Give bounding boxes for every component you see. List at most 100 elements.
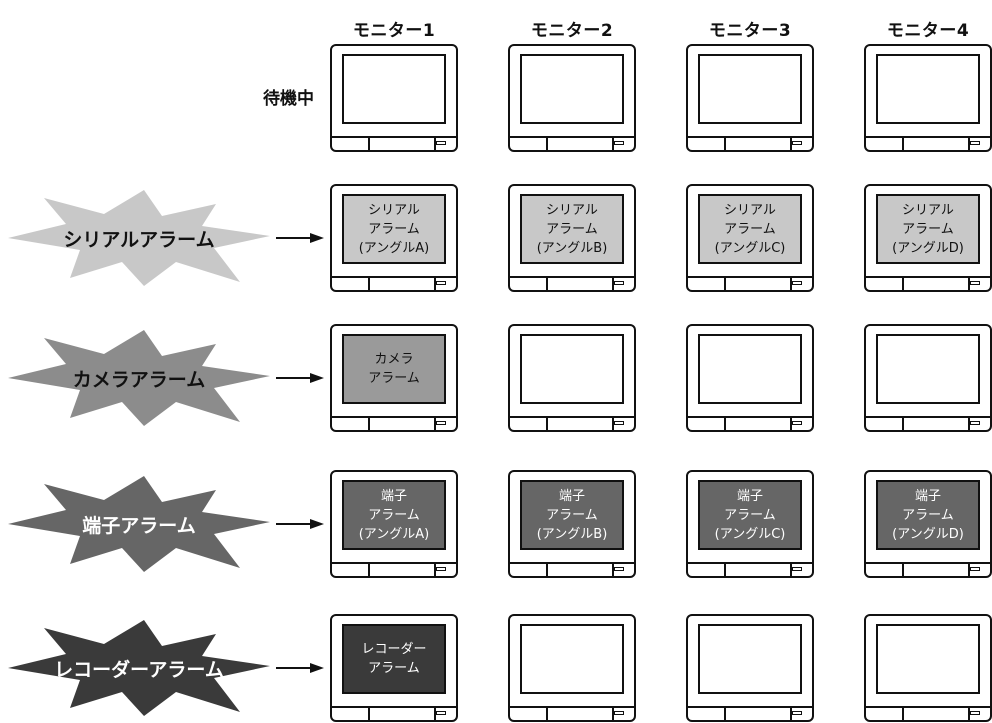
monitor-1-row-4-screen: レコーダーアラーム [342,624,446,694]
base-divider [612,708,614,720]
monitor-4-idle-base [866,136,990,150]
monitor-2-row-1-base [510,276,634,290]
base-divider [546,138,548,150]
monitor-1-idle-screen [342,54,446,124]
monitor-1-row-1-base [332,276,456,290]
monitor-1-row-3-base [332,562,456,576]
monitor-3-idle-base [688,136,812,150]
monitor-2-row-2 [508,324,636,432]
monitor-4-idle-screen [876,54,980,124]
screen-text-line: アラーム [724,507,776,523]
monitor-2-row-3: 端子アラーム(アングルB) [508,470,636,578]
monitor-4-row-3-text: 端子アラーム(アングルD) [892,487,964,544]
burst-shape [8,620,270,716]
base-divider [368,278,370,290]
idle-row-label: 待機中 [263,89,314,109]
alarm-label: レコーダーアラーム [54,658,224,681]
monitor-2-idle-screen [520,54,624,124]
monitor-1-idle-base [332,136,456,150]
base-divider [434,138,436,150]
monitor-1-row-2-base [332,416,456,430]
monitor-3-row-3-base [688,562,812,576]
monitor-3-row-3: 端子アラーム(アングルC) [686,470,814,578]
monitor-4-row-4-screen [876,624,980,694]
monitor-3-row-4-screen [698,624,802,694]
alarm-label: 端子アラーム [82,514,196,537]
base-divider [546,564,548,576]
power-led-icon [970,141,980,145]
power-led-icon [436,141,446,145]
monitor-3-row-1-base [688,276,812,290]
power-led-icon [436,281,446,285]
screen-text-line: (アングルB) [536,526,608,542]
burst-polygon [8,476,270,572]
arrow-right-icon [276,373,324,383]
alarm-burst-4: レコーダーアラーム [4,616,274,720]
screen-text-line: シリアル [546,202,598,218]
power-led-icon [436,567,446,571]
screen-text-line: (アングルA) [358,526,430,542]
column-header-monitor-3: モニター3 [708,21,792,41]
monitor-1-row-4: レコーダーアラーム [330,614,458,722]
screen-text-line: カメラ [374,352,414,367]
monitor-1-row-1-text: シリアルアラーム(アングルA) [359,201,430,258]
burst-shape [8,330,270,426]
power-led-icon [436,711,446,715]
burst-polygon [8,330,270,426]
base-divider [612,138,614,150]
base-divider [546,278,548,290]
power-led-icon [436,421,446,425]
screen-text-line: (アングルB) [536,240,608,256]
monitor-3-idle [686,44,814,152]
power-led-icon [792,141,802,145]
screen-text-line: アラーム [724,221,776,237]
screen-text-line: アラーム [368,221,420,237]
monitor-3-row-1-screen: シリアルアラーム(アングルC) [698,194,802,264]
monitor-4-row-3: 端子アラーム(アングルD) [864,470,992,578]
monitor-4-row-4 [864,614,992,722]
monitor-1-row-1-screen: シリアルアラーム(アングルA) [342,194,446,264]
monitor-2-row-3-screen: 端子アラーム(アングルB) [520,480,624,550]
base-divider [724,418,726,430]
column-header-monitor-2: モニター2 [530,21,614,41]
monitor-3-row-1: シリアルアラーム(アングルC) [686,184,814,292]
base-divider [902,278,904,290]
base-divider [724,708,726,720]
monitor-4-row-2-base [866,416,990,430]
base-divider [790,708,792,720]
base-divider [368,564,370,576]
base-divider [968,708,970,720]
monitor-3-idle-screen [698,54,802,124]
burst-polygon [8,190,270,286]
monitor-3-row-2-base [688,416,812,430]
power-led-icon [614,421,624,425]
monitor-3-row-4 [686,614,814,722]
monitor-2-row-2-base [510,416,634,430]
monitor-3-row-1-text: シリアルアラーム(アングルC) [715,201,786,258]
monitor-4-row-1-text: シリアルアラーム(アングルD) [892,201,964,258]
arrow-right-icon [276,519,324,529]
monitor-1-row-2-screen: カメラアラーム [342,334,446,404]
screen-text-line: アラーム [368,661,420,676]
monitor-2-row-1-text: シリアルアラーム (アングルB) [537,201,608,258]
base-divider [790,278,792,290]
screen-text-line: 端子 [736,488,763,504]
base-divider [368,708,370,720]
alarm-burst-2: カメラアラーム [4,326,274,430]
base-divider [790,564,792,576]
screen-text-line: アラーム [368,507,420,523]
screen-text-line: レコーダー [361,642,427,657]
base-divider [902,418,904,430]
monitor-1-row-2: カメラアラーム [330,324,458,432]
monitor-4-idle [864,44,992,152]
screen-text-line: (アングルC) [714,240,786,256]
base-divider [968,278,970,290]
monitor-2-row-4 [508,614,636,722]
base-divider [434,278,436,290]
burst-polygon [8,620,270,716]
alarm-burst-3: 端子アラーム [4,472,274,576]
screen-text-line: アラーム [546,221,598,237]
base-divider [434,708,436,720]
base-divider [968,138,970,150]
monitor-2-row-4-screen [520,624,624,694]
